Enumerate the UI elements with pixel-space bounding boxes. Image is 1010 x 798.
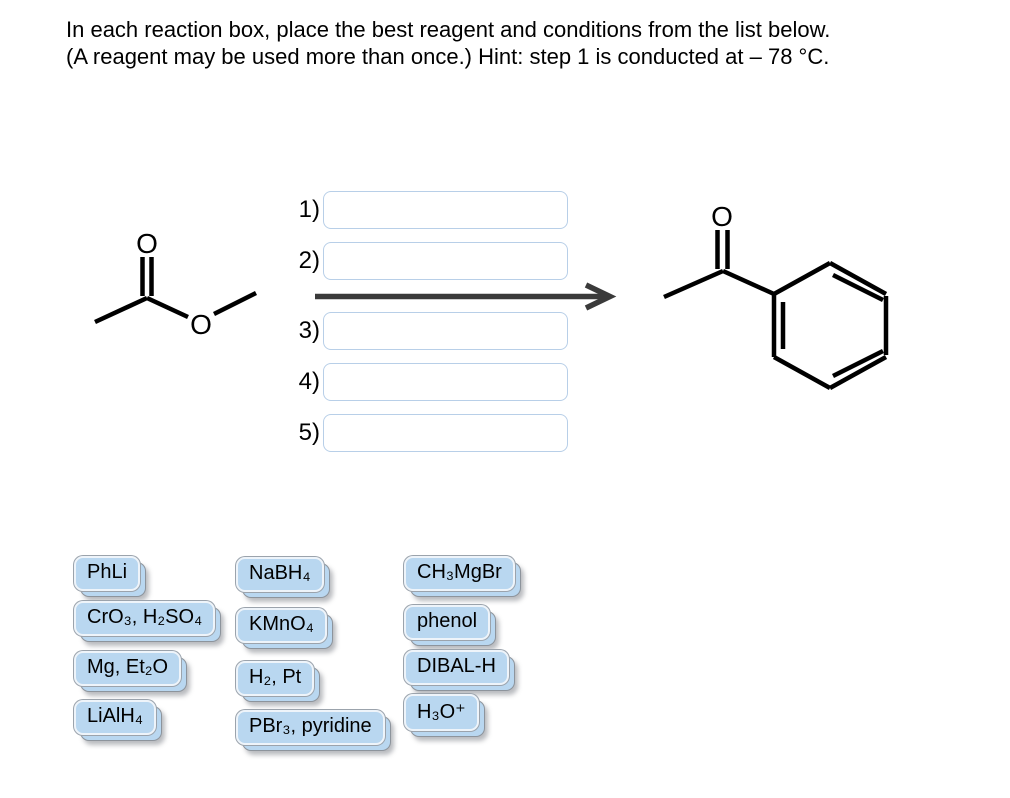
- step-4-reagent-slot[interactable]: [323, 363, 568, 401]
- reagent-mg-et2o[interactable]: Mg, Et₂O: [74, 651, 182, 686]
- reagent-h2-pt[interactable]: H₂, Pt: [236, 661, 315, 696]
- product-bonds: [663, 230, 889, 390]
- step-1-label: 1): [298, 196, 320, 223]
- question-prompt: In each reaction box, place the best rea…: [66, 16, 966, 70]
- reagent-ch3mgbr[interactable]: CH₃MgBr: [404, 556, 515, 591]
- reaction-arrow-icon: [315, 282, 617, 311]
- step-3-reagent-slot[interactable]: [323, 312, 568, 350]
- step-2-label: 2): [298, 247, 320, 274]
- reagent-nabh4[interactable]: NaBH₄: [236, 557, 324, 592]
- carbonyl-oxygen-label: O: [136, 228, 158, 259]
- ester-oxygen-label: O: [190, 309, 212, 340]
- product-carbonyl-oxygen-label: O: [711, 201, 733, 232]
- reagent-cro3-h2so4[interactable]: CrO₃, H₂SO₄: [74, 601, 216, 636]
- step-5-label: 5): [298, 419, 320, 446]
- reagent-phli[interactable]: PhLi: [74, 556, 141, 591]
- step-2-reagent-slot[interactable]: [323, 242, 568, 280]
- prompt-line-2: (A reagent may be used more than once.) …: [66, 44, 830, 69]
- reagent-lialh4[interactable]: LiAlH₄: [74, 700, 156, 735]
- reagent-h3o-plus[interactable]: H₃O⁺: [404, 694, 479, 731]
- reactant-structure: O O: [94, 228, 258, 340]
- step-4-label: 4): [298, 368, 320, 395]
- step-3-label: 3): [298, 317, 320, 344]
- prompt-line-1: In each reaction box, place the best rea…: [66, 17, 831, 42]
- reagent-dibal-h[interactable]: DIBAL-H: [404, 650, 509, 685]
- step-5-reagent-slot[interactable]: [323, 414, 568, 452]
- reagent-phenol[interactable]: phenol: [404, 605, 491, 640]
- reagent-pbr3-pyridine[interactable]: PBr₃, pyridine: [236, 710, 385, 745]
- step-1-reagent-slot[interactable]: [323, 191, 568, 229]
- reactant-bonds: [94, 257, 258, 325]
- product-structure: O: [663, 201, 889, 390]
- reagent-kmno4[interactable]: KMnO₄: [236, 608, 327, 643]
